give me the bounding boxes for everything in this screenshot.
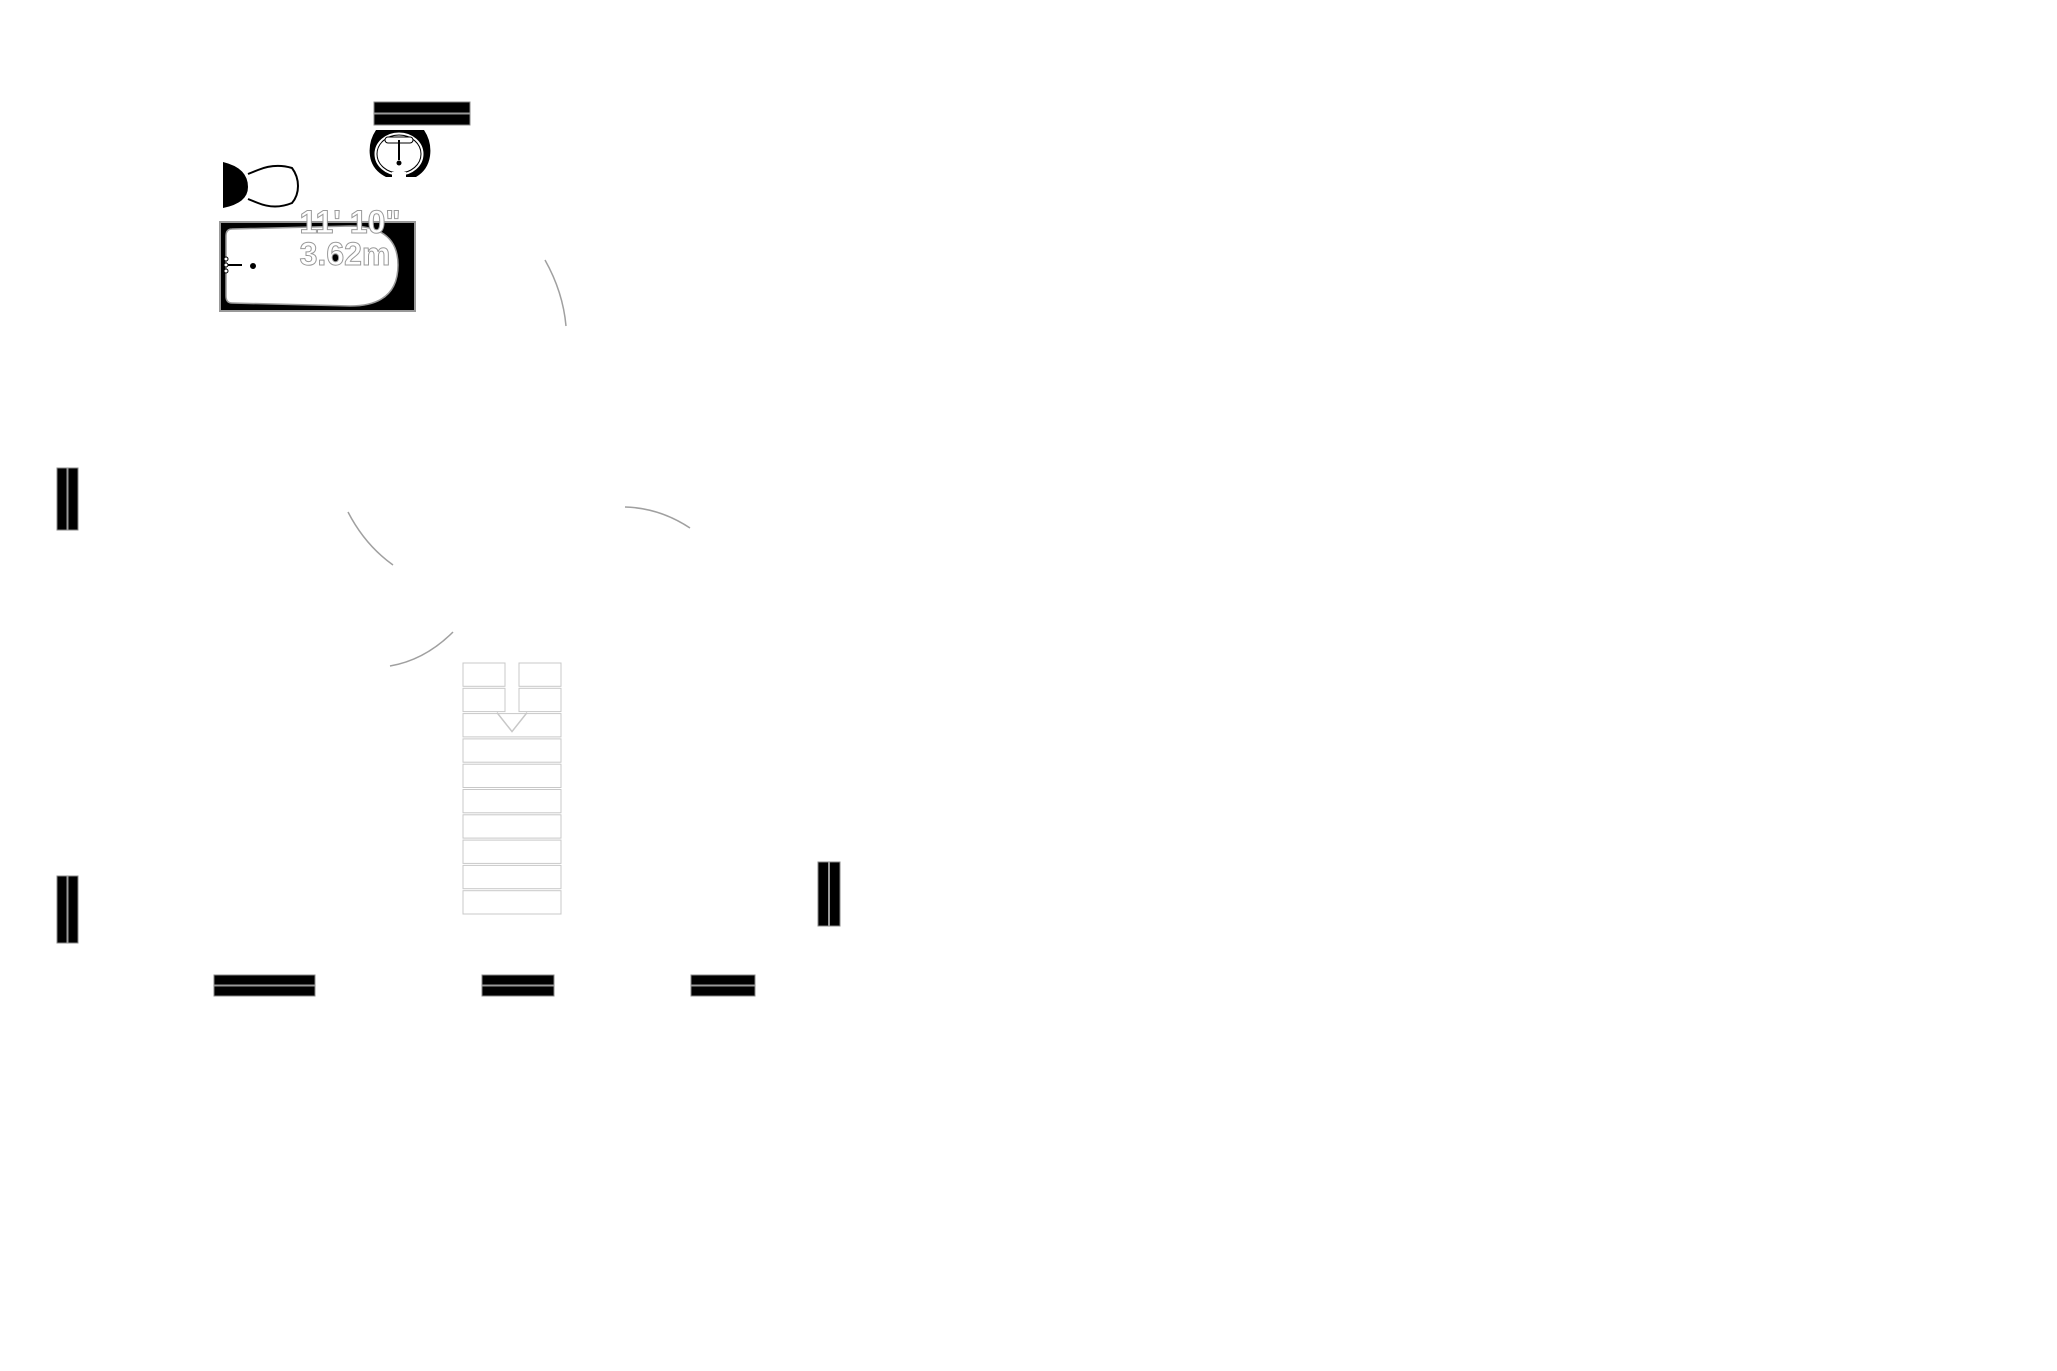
stair-tread — [462, 814, 562, 839]
door-swing-arc-3 — [624, 506, 691, 529]
window-bottom-2 — [481, 974, 555, 997]
stair-tread — [462, 738, 562, 763]
stair-tread — [462, 662, 506, 687]
sink-icon — [369, 130, 431, 180]
stair-tread — [462, 864, 562, 890]
stair-tread — [462, 890, 562, 915]
door-swing-arc-2 — [347, 511, 394, 566]
toilet-icon — [223, 162, 300, 208]
stair-tread — [518, 687, 562, 713]
stair-tread — [462, 789, 562, 814]
room-dimension-metric: 3.62m — [300, 236, 391, 272]
window-bottom-3 — [690, 974, 756, 997]
window-bottom-1 — [213, 974, 316, 997]
stair-tread — [518, 662, 562, 687]
window-left-lower — [56, 875, 79, 944]
window-left-upper — [56, 467, 79, 531]
window-top-bathroom — [373, 101, 471, 126]
bathtub-icon — [219, 221, 416, 312]
stair-tread — [462, 839, 562, 864]
stair-tread — [462, 763, 562, 789]
stair-tread — [462, 713, 562, 738]
staircase — [462, 662, 562, 915]
door-swing-arc-1 — [544, 259, 567, 327]
window-right — [817, 861, 841, 927]
door-swing-arc-4 — [389, 631, 454, 667]
room-dimension-imperial: 11' 10" — [299, 204, 400, 240]
stair-direction-arrow-icon — [496, 712, 528, 733]
stair-tread — [462, 687, 506, 713]
